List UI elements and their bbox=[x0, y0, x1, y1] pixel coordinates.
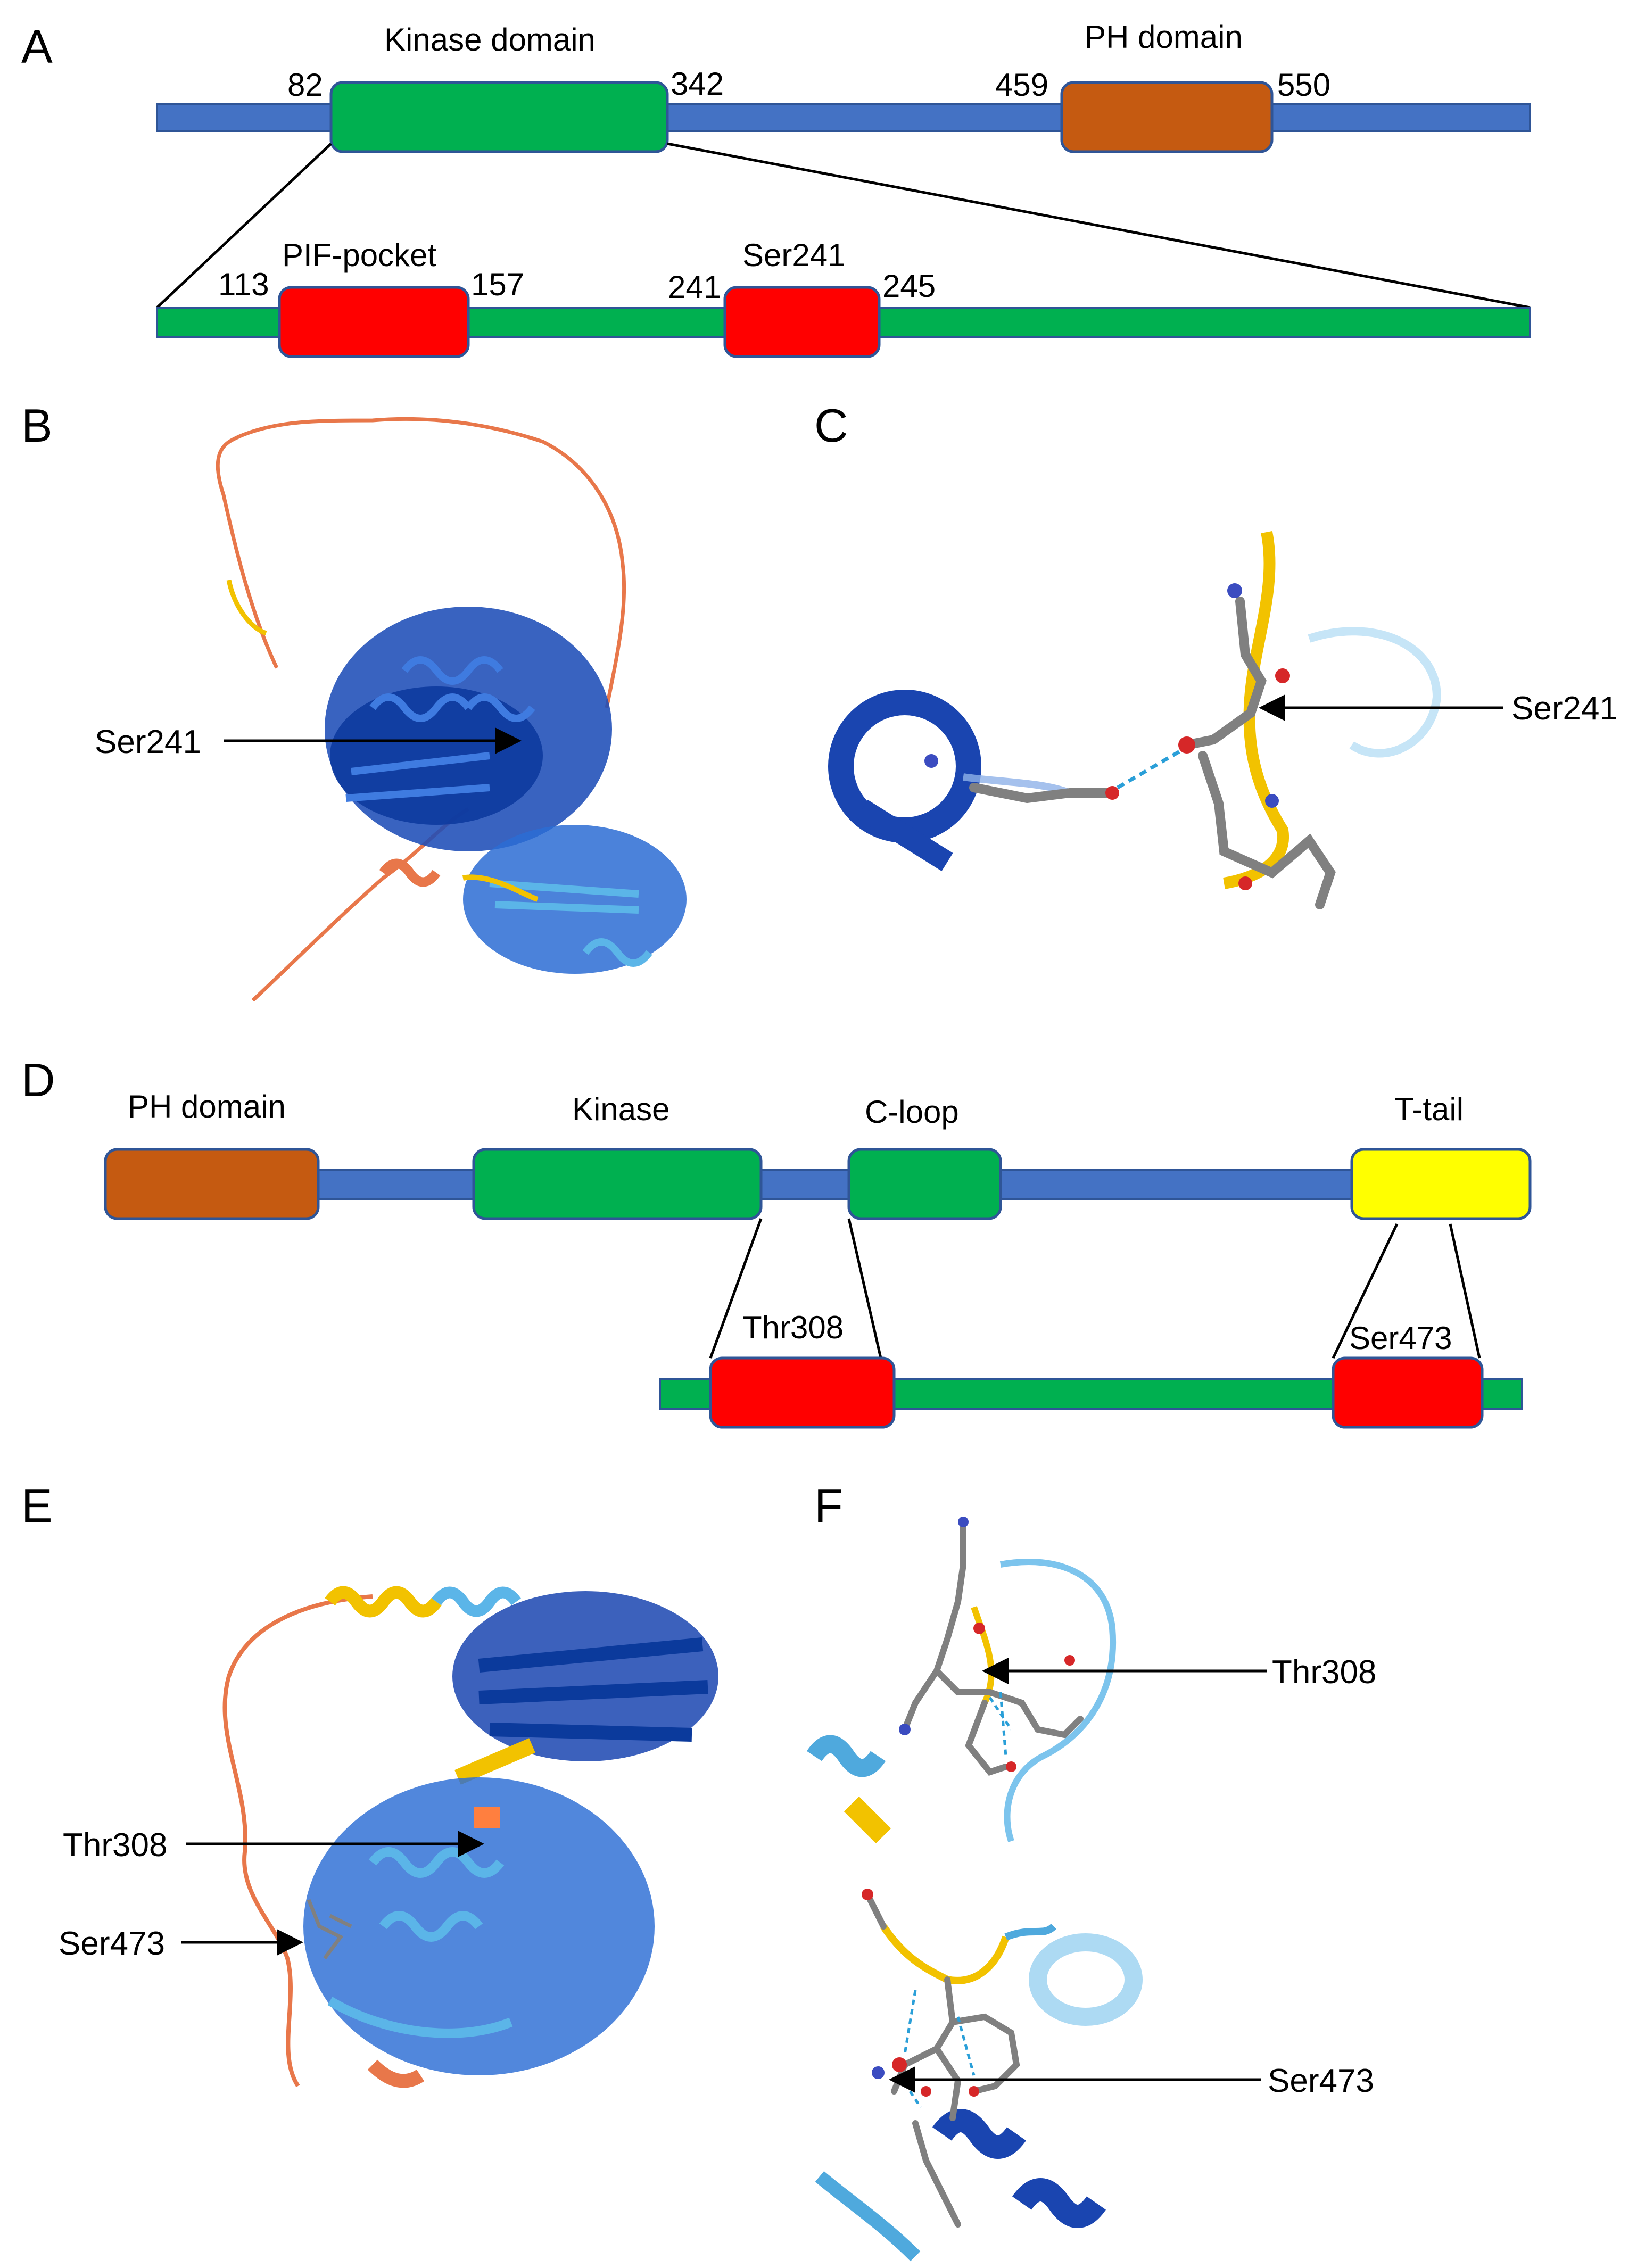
panel-a-pif-end: 157 bbox=[471, 267, 524, 302]
panel-a-pif-label: PIF-pocket bbox=[282, 237, 436, 273]
panel-d-thr308-motif bbox=[709, 1356, 896, 1429]
panel-b-lower-domain bbox=[463, 825, 687, 974]
panel-e-top-helix-blue bbox=[432, 1586, 521, 1617]
panel-d-ttail-label: T-tail bbox=[1394, 1091, 1464, 1127]
panel-c-label: C bbox=[814, 399, 848, 452]
panel-f-upper-hbonds bbox=[988, 1692, 1013, 1757]
panel-d-zoom-line-4 bbox=[1449, 1223, 1481, 1359]
panel-b-structure bbox=[216, 417, 687, 1002]
panel-e-thr308-label: Thr308 bbox=[63, 1827, 167, 1864]
panel-b-ser241-label: Ser241 bbox=[95, 724, 201, 760]
panel-b-disordered-loop bbox=[216, 417, 626, 708]
panel-d-ser-label: Ser473 bbox=[1349, 1320, 1452, 1356]
panel-a-pif-start: 113 bbox=[218, 267, 269, 302]
panel-f-upper-helix bbox=[806, 1735, 886, 1777]
panel-e-top-helix bbox=[325, 1586, 442, 1618]
panel-d: D PH domain Kinase C-loop T-tail Thr308 … bbox=[21, 1054, 1532, 1429]
panel-e-sheet-strands bbox=[478, 1637, 708, 1742]
panel-c-hbond bbox=[1117, 748, 1183, 790]
panel-a-ser241-motif bbox=[723, 286, 881, 358]
panel-a-ser-end: 245 bbox=[882, 268, 936, 304]
panel-a: A Kinase domain PH domain 82 342 459 550… bbox=[21, 19, 1531, 358]
panel-e-orange-base bbox=[367, 2059, 425, 2088]
panel-f-lower-dark-helix bbox=[932, 2109, 1027, 2159]
panel-d-zoom-line-1 bbox=[709, 1218, 763, 1359]
panel-e-structure bbox=[222, 1586, 718, 2088]
panel-c-structure bbox=[828, 531, 1442, 909]
panel-f-thr308-label: Thr308 bbox=[1272, 1654, 1376, 1691]
panel-b-yellow-segment bbox=[462, 874, 539, 902]
panel-e: E Thr308 bbox=[21, 1479, 718, 2088]
panel-c-yellow-backbone bbox=[1223, 531, 1289, 889]
panel-a-zoom-left bbox=[156, 143, 332, 309]
panel-f-ser473-label: Ser473 bbox=[1268, 2063, 1374, 2099]
panel-b-label: B bbox=[21, 399, 53, 452]
panel-d-kinase-label: Kinase bbox=[572, 1091, 669, 1127]
panel-b: B bbox=[21, 399, 687, 1002]
panel-a-ph-domain bbox=[1060, 81, 1274, 153]
panel-c-atoms bbox=[924, 583, 1290, 890]
panel-f-lower-faint-coil bbox=[1029, 1933, 1143, 2026]
panel-b-helices bbox=[345, 656, 535, 802]
panel-c: C bbox=[814, 399, 1618, 909]
panel-c-helix bbox=[828, 690, 981, 843]
panel-c-ser241-label: Ser241 bbox=[1511, 690, 1618, 727]
panel-f-lower-sticks bbox=[864, 1891, 1020, 2228]
panel-f: F bbox=[806, 1479, 1376, 2262]
panel-a-kinase-domain bbox=[329, 81, 669, 153]
panel-a-ph-end: 550 bbox=[1277, 67, 1330, 103]
panel-f-lower-inset bbox=[815, 1889, 1143, 2262]
panel-a-ser-start: 241 bbox=[668, 269, 721, 305]
panel-a-label: A bbox=[21, 20, 53, 73]
panel-e-sticks bbox=[307, 1899, 352, 1960]
panel-f-upper-yellow bbox=[971, 1606, 995, 1704]
panel-e-lower-helices bbox=[327, 1847, 513, 2038]
panel-b-orange-helix bbox=[379, 858, 441, 887]
panel-b-loop-yellow bbox=[226, 580, 267, 636]
panel-e-ser473-label: Ser473 bbox=[59, 1925, 165, 1962]
panel-a-pif-pocket bbox=[278, 286, 470, 358]
panel-d-ser473-motif bbox=[1332, 1356, 1484, 1429]
panel-c-helix-tail bbox=[856, 800, 953, 871]
panel-f-lower-yellow bbox=[880, 1924, 1010, 1984]
panel-c-faint-ribbon bbox=[1308, 627, 1442, 758]
panel-d-zoom-line-3 bbox=[1332, 1223, 1399, 1359]
panel-d-cloop-label: C-loop bbox=[865, 1094, 959, 1130]
panel-d-cloop bbox=[847, 1148, 1002, 1220]
panel-f-upper-atoms bbox=[899, 1517, 1075, 1772]
panel-a-ph-start: 459 bbox=[995, 67, 1048, 103]
panel-d-kinase bbox=[472, 1148, 763, 1220]
panel-b-lower-strands bbox=[489, 880, 652, 967]
panel-f-lower-light-ribbon bbox=[815, 2171, 921, 2262]
panel-a-kinase-start: 82 bbox=[287, 67, 323, 103]
panel-a-ser-label: Ser241 bbox=[742, 237, 845, 273]
panel-f-label: F bbox=[814, 1479, 843, 1532]
panel-f-lower-dark-helix-2 bbox=[1012, 2178, 1106, 2228]
panel-a-ph-label: PH domain bbox=[1085, 19, 1243, 55]
panel-a-kinase-end: 342 bbox=[671, 66, 724, 102]
panel-d-thr-label: Thr308 bbox=[742, 1310, 844, 1345]
panel-a-kinase-label: Kinase domain bbox=[384, 22, 596, 57]
panel-d-zoom-line-2 bbox=[847, 1218, 882, 1359]
panel-e-label: E bbox=[21, 1479, 53, 1532]
panel-e-thr308-site bbox=[474, 1807, 500, 1828]
panel-d-ph-domain bbox=[104, 1148, 320, 1220]
panel-e-yellow-strand bbox=[454, 1738, 535, 1785]
panel-c-sticks bbox=[969, 597, 1336, 909]
panel-f-upper-blue-ribbon bbox=[999, 1559, 1117, 1842]
panel-e-loop bbox=[222, 1594, 373, 2088]
panel-e-upper-sheet bbox=[452, 1591, 718, 1761]
panel-f-lower-blue bbox=[1004, 1923, 1056, 1941]
panel-d-ttail bbox=[1350, 1148, 1532, 1220]
panel-f-upper-sticks bbox=[902, 1519, 1084, 1776]
panel-d-ph-label: PH domain bbox=[128, 1089, 286, 1124]
panel-f-upper-inset bbox=[806, 1517, 1117, 1844]
panel-d-label: D bbox=[21, 1054, 55, 1106]
panel-a-zoom-right bbox=[667, 142, 1531, 309]
panel-f-upper-helix-yellow bbox=[844, 1796, 891, 1844]
